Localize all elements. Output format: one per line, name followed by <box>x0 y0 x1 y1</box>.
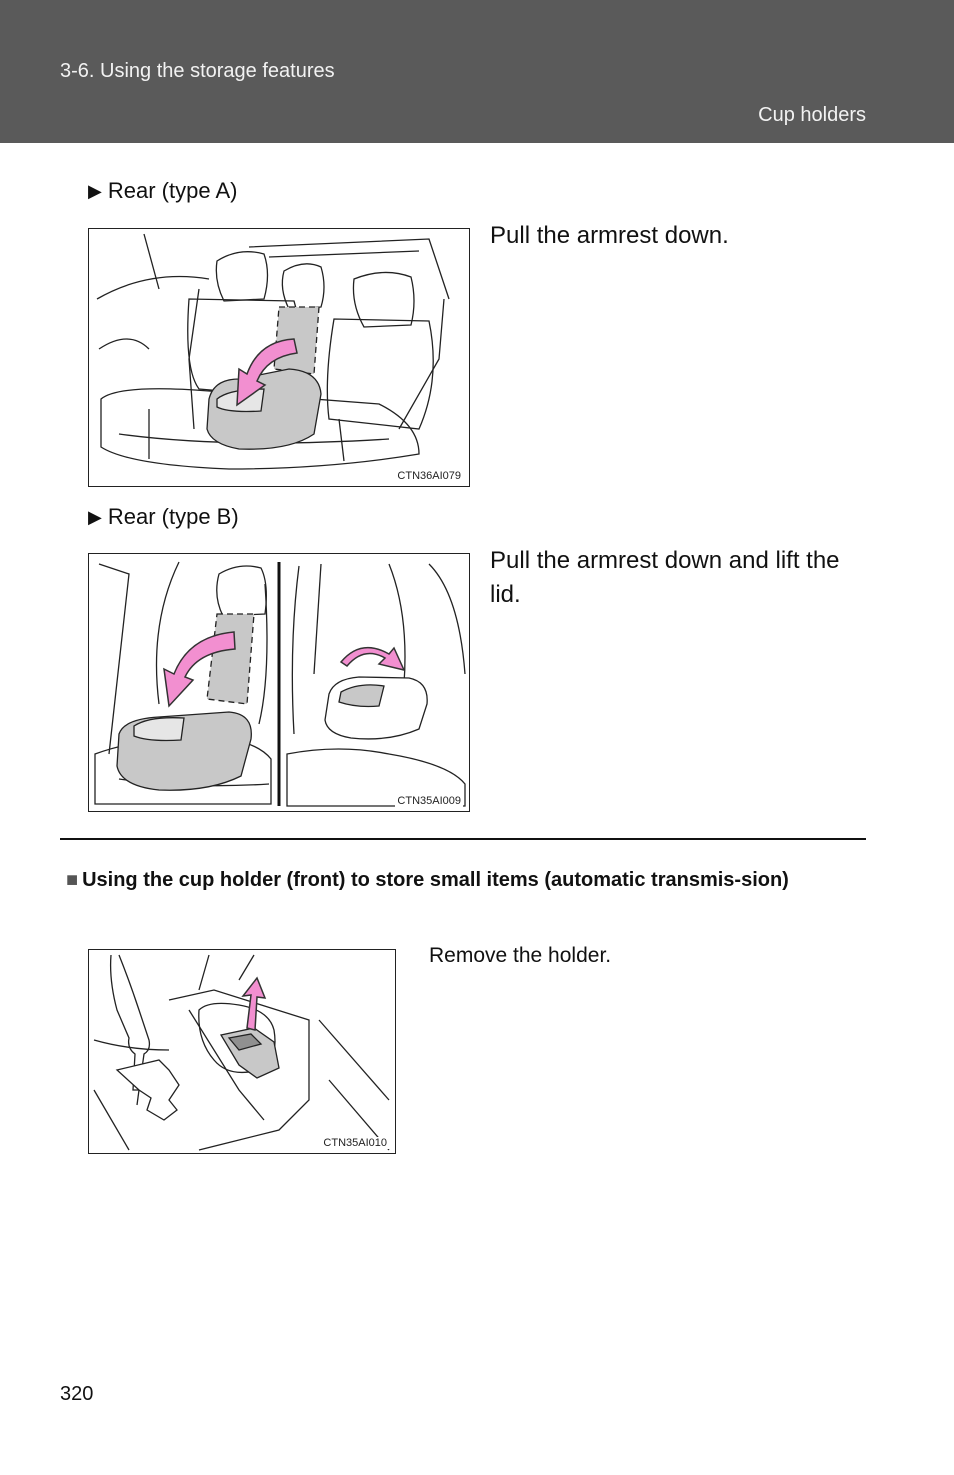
rear-type-a-illustration: CTN36AI079 <box>88 228 470 487</box>
figure-code-b: CTN35AI009 <box>395 795 463 807</box>
triangle-bullet-icon: ▶ <box>88 506 102 527</box>
note-heading: ■Using the cup holder (front) to store s… <box>66 866 882 895</box>
page-number: 320 <box>60 1383 94 1405</box>
rear-type-b-label: Rear (type B) <box>107 504 239 529</box>
rear-type-a-instruction: Pull the armrest down. <box>490 222 729 249</box>
rear-type-a-label: Rear (type A) <box>107 178 238 203</box>
section-divider <box>60 838 866 840</box>
square-bullet-icon: ■ <box>66 869 79 891</box>
note-instruction: Remove the holder. <box>429 944 612 967</box>
rear-type-a-heading: ▶ Rear (type A) <box>88 178 237 204</box>
figure-code-a: CTN36AI079 <box>395 470 463 482</box>
rear-type-b-illustration: CTN35AI009 <box>88 553 470 812</box>
section-title: 3-6. Using the storage features <box>60 60 335 82</box>
note-heading-text: Using the cup holder (front) to store sm… <box>82 869 789 891</box>
rear-type-b-instruction: Pull the armrest down and lift the lid. <box>490 547 840 608</box>
topic-title: Cup holders <box>758 104 866 126</box>
page-header: 3-6. Using the storage features Cup hold… <box>0 0 954 143</box>
figure-code-c: CTN35AI010 <box>321 1137 389 1149</box>
rear-type-b-heading: ▶ Rear (type B) <box>88 504 239 530</box>
front-cup-holder-illustration: CTN35AI010 <box>88 949 396 1154</box>
triangle-bullet-icon: ▶ <box>88 180 102 201</box>
